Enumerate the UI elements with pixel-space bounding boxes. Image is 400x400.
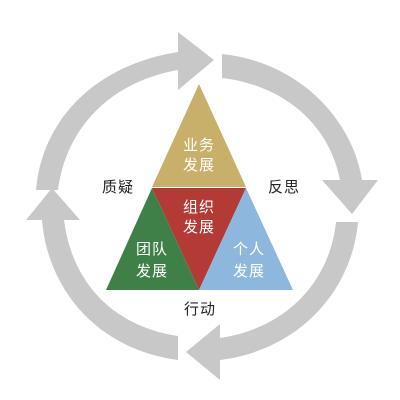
- organization-label-line1: 组织: [183, 198, 215, 216]
- triangle-organization: [152, 188, 246, 290]
- cycle-ring: [26, 32, 378, 380]
- triangle-business: [152, 84, 246, 187]
- personal-label-line2: 发展: [233, 262, 265, 280]
- team-label-line2: 发展: [136, 262, 168, 280]
- cycle-arrow-top-left: [36, 32, 214, 190]
- organization-label-line2: 发展: [183, 218, 215, 236]
- triangle-personal: [199, 188, 293, 290]
- business-label-line2: 发展: [183, 156, 215, 174]
- team-label-line1: 团队: [136, 240, 168, 258]
- cycle-step-question: 质疑: [102, 178, 134, 196]
- cycle-arrow-bottom: [186, 222, 358, 380]
- cycle-step-action: 行动: [184, 300, 216, 318]
- personal-label-line1: 个人: [233, 240, 265, 258]
- business-label-line1: 业务: [183, 136, 215, 154]
- cycle-arrow-right: [222, 54, 378, 214]
- triangle-team: [106, 188, 199, 290]
- cycle-arrow-left: [26, 188, 178, 360]
- cycle-step-reflect: 反思: [268, 178, 300, 196]
- development-pyramid: [106, 84, 293, 290]
